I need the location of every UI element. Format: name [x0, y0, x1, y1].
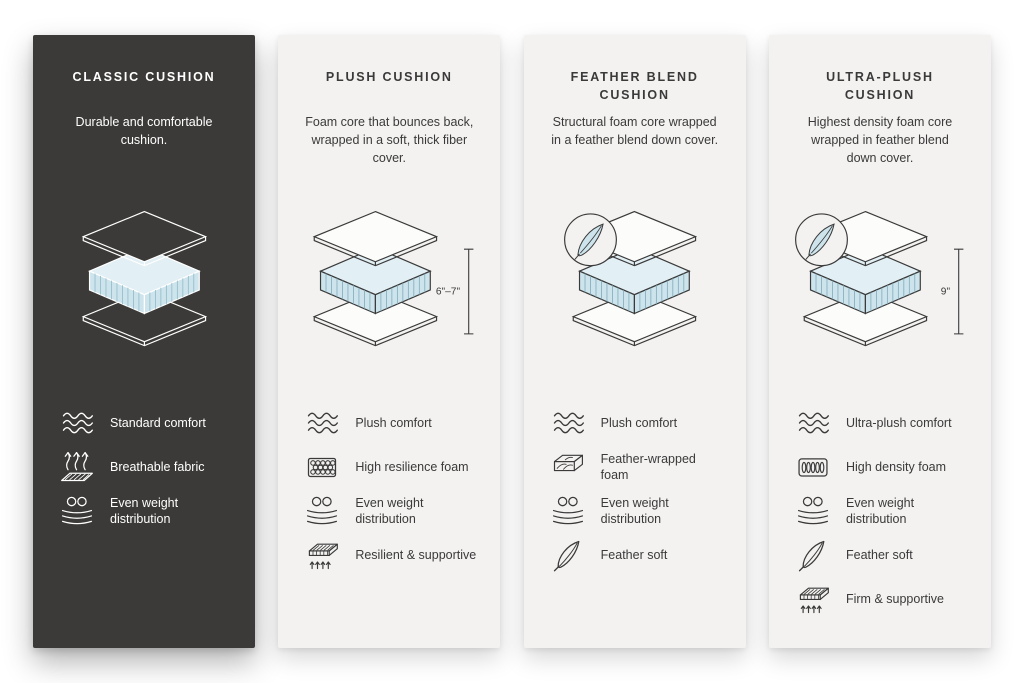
feature-item: Plush comfort	[548, 405, 722, 441]
panel-title: ULTRA-PLUSH CUSHION	[826, 70, 934, 102]
panel-description: Durable and comfortable cushion.	[75, 115, 213, 148]
weight-distribution-icon	[302, 493, 342, 529]
panel-title: PLUSH CUSHION	[325, 70, 453, 84]
feather-wrapped-foam-icon	[548, 449, 588, 485]
waves-icon	[302, 405, 342, 441]
panel-title: CLASSIC CUSHION	[72, 70, 216, 84]
cushion-layers-icon: 6"–7"	[313, 210, 474, 347]
waves-icon	[548, 405, 588, 441]
cushion-layers-icon	[82, 210, 206, 347]
cushion-layers-icon: 9"	[795, 210, 964, 347]
panel-ultra-plush-cushion: ULTRA-PLUSH CUSHION Highest density foam…	[768, 35, 991, 648]
feature-label: Plush comfort	[600, 415, 678, 430]
feature-label: Even weight distribution	[600, 495, 669, 526]
feature-item: Plush comfort	[302, 405, 476, 441]
measurement-indicator: 6"–7"	[436, 248, 474, 335]
panel-feather-blend-cushion: FEATHER BLEND CUSHION Structural foam co…	[523, 35, 746, 648]
feature-list: Standard comfort Breathable fabric Even …	[57, 405, 231, 537]
feature-label: High resilience foam	[355, 459, 469, 474]
panel-description: Foam core that bounces back, wrapped in …	[305, 115, 474, 166]
feature-item: Feather soft	[793, 537, 967, 573]
breathable-fabric-icon	[57, 449, 97, 485]
feather-icon	[793, 537, 833, 573]
feature-label: Feather-wrapped foam	[600, 451, 696, 482]
feature-label: Breathable fabric	[110, 459, 205, 474]
feature-item: Firm & supportive	[793, 581, 967, 617]
feature-item: Standard comfort	[57, 405, 231, 441]
feature-item: Even weight distribution	[548, 493, 722, 529]
feature-label: Standard comfort	[110, 415, 206, 430]
feature-item: High density foam	[793, 449, 967, 485]
feature-label: Plush comfort	[355, 415, 432, 430]
weight-distribution-icon	[548, 493, 588, 529]
weight-distribution-icon	[793, 493, 833, 529]
feature-list: Plush comfort High resilience foam Even …	[302, 405, 476, 581]
feature-item: Even weight distribution	[793, 493, 967, 529]
feather-badge-icon	[564, 213, 618, 267]
mattress-support-icon	[302, 537, 342, 573]
feather-icon	[548, 537, 588, 573]
feature-label: Feather soft	[845, 547, 913, 562]
feature-item: Resilient & supportive	[302, 537, 476, 573]
panel-classic-cushion: CLASSIC CUSHION Durable and comfortable …	[33, 35, 255, 648]
cushion-illustration-ultra-plush: 9"	[793, 179, 967, 379]
feature-item: Even weight distribution	[57, 493, 231, 529]
measurement-indicator: 9"	[941, 248, 964, 335]
panel-plush-cushion: PLUSH CUSHION Foam core that bounces bac…	[278, 35, 501, 648]
feature-item: Feather-wrapped foam	[548, 449, 722, 485]
cushion-illustration-classic	[57, 179, 231, 379]
feather-badge-icon	[795, 213, 849, 267]
feature-label: Feather soft	[600, 547, 668, 562]
feature-label: Even weight distribution	[355, 495, 424, 526]
waves-icon	[57, 405, 97, 441]
panel-description: Highest density foam core wrapped in fea…	[807, 115, 953, 166]
feature-label: High density foam	[845, 459, 947, 474]
honeycomb-foam-icon	[302, 449, 342, 485]
waves-icon	[793, 405, 833, 441]
feature-label: Even weight distribution	[845, 495, 915, 526]
feature-list: Ultra-plush comfort High density foam Ev…	[793, 405, 967, 625]
feature-item: Ultra-plush comfort	[793, 405, 967, 441]
measurement-label: 6"–7"	[436, 287, 461, 298]
cushion-illustration-plush: 6"–7"	[302, 179, 476, 379]
measurement-label: 9"	[941, 287, 951, 298]
feature-list: Plush comfort Feather-wrapped foam Even …	[548, 405, 722, 581]
feature-item: Feather soft	[548, 537, 722, 573]
feature-item: High resilience foam	[302, 449, 476, 485]
feature-label: Even weight distribution	[110, 495, 179, 526]
feature-item: Even weight distribution	[302, 493, 476, 529]
weight-distribution-icon	[57, 493, 97, 529]
feature-item: Breathable fabric	[57, 449, 231, 485]
feature-label: Ultra-plush comfort	[845, 415, 952, 430]
panel-title: FEATHER BLEND CUSHION	[570, 70, 699, 102]
mattress-support-icon	[793, 581, 833, 617]
cushion-layers-icon	[564, 210, 697, 347]
panel-description: Structural foam core wrapped in a feathe…	[551, 115, 719, 148]
feature-label: Firm & supportive	[845, 591, 944, 606]
feature-label: Resilient & supportive	[355, 547, 477, 562]
cushion-illustration-feather-blend	[548, 179, 722, 379]
coil-foam-icon	[793, 449, 833, 485]
